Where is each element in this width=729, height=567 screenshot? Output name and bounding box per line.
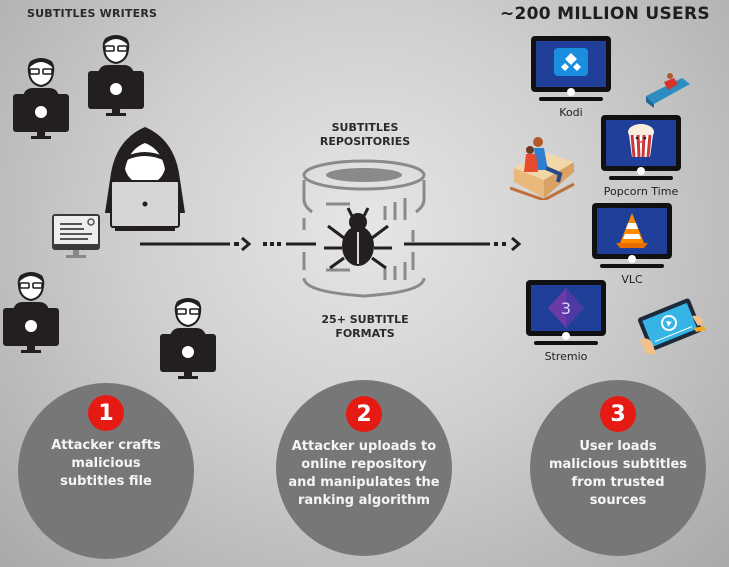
vlc-cone-icon — [616, 213, 648, 248]
tv-icon — [601, 115, 681, 180]
viewer-on-couch-icon — [646, 73, 690, 108]
bug-icon — [324, 207, 392, 270]
stremio-logo-icon: 3 — [548, 288, 584, 328]
flow-arrow-right — [404, 236, 522, 252]
player-name: Stremio — [544, 350, 588, 363]
writer-icon — [160, 298, 217, 380]
repositories-title: SUBTITLES REPOSITORIES — [319, 121, 411, 148]
step-number-badge: 3 — [600, 396, 636, 432]
couple-on-couch-icon — [510, 137, 575, 200]
player-name: VLC — [621, 273, 643, 286]
svg-text:3: 3 — [561, 299, 571, 318]
tv-icon — [531, 36, 611, 101]
tv-kodi: Kodi — [531, 36, 611, 119]
writer-icon — [88, 35, 145, 117]
tv-icon — [592, 203, 672, 268]
repository-database-icon — [302, 159, 426, 298]
tv-icon: 3 — [526, 280, 606, 345]
step-1-circle: 1 Attacker crafts malicious subtitles fi… — [18, 383, 194, 559]
step-3-circle: 3 User loads malicious subtitles from tr… — [530, 380, 706, 556]
subtitle-formats-label: 25+ SUBTITLE FORMATS — [321, 313, 409, 340]
hooded-attacker-icon — [105, 127, 185, 231]
popcorn-icon — [628, 124, 654, 158]
writer-icon — [13, 58, 70, 140]
step-2-circle: 2 Attacker uploads to online repository … — [276, 380, 452, 556]
flow-arrow-left — [140, 236, 316, 252]
tablet-in-hands-icon — [637, 298, 706, 354]
tv-popcorn-time: Popcorn Time — [601, 115, 681, 198]
users-count-title: ~200 MILLION USERS — [500, 4, 710, 24]
step-description: User loads malicious subtitles from trus… — [548, 439, 688, 508]
step-description: Attacker uploads to online repository an… — [288, 439, 440, 508]
writer-icon — [3, 272, 60, 354]
player-name: Kodi — [559, 106, 583, 119]
step-description: Attacker crafts malicious subtitles file — [51, 438, 161, 489]
tv-vlc: VLC — [592, 203, 672, 286]
player-name: Popcorn Time — [603, 185, 679, 198]
tv-stremio: 3 Stremio — [526, 280, 606, 363]
subtitle-file-monitor-icon — [52, 214, 100, 258]
step-number-badge: 2 — [346, 396, 382, 432]
subtitles-writers-title: SUBTITLES WRITERS — [27, 7, 158, 20]
step-number-badge: 1 — [88, 395, 124, 431]
